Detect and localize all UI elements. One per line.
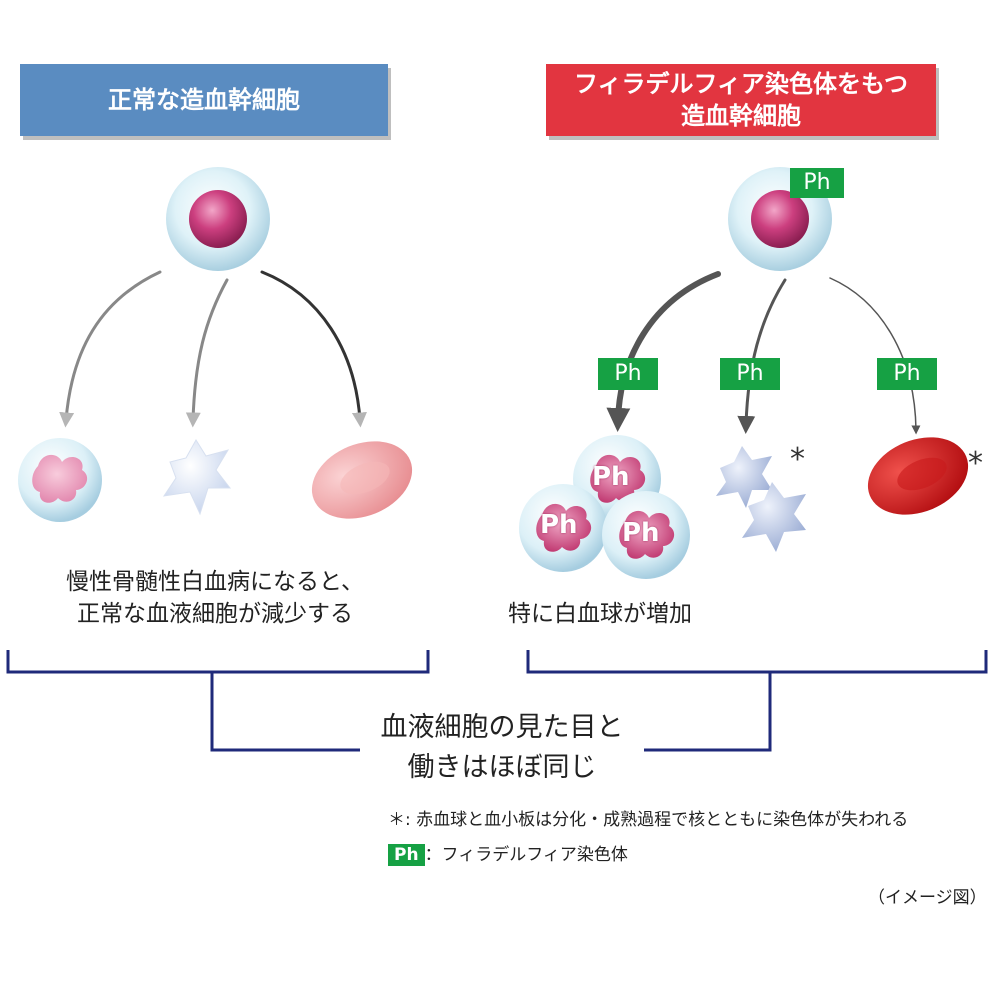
ph-badge-rbc-arrow: Ph [877,358,937,390]
arrow-to-rbc [260,270,367,428]
ph-platelets [716,446,806,552]
arrow-to-wbc [59,270,162,428]
ph-arrows [606,271,921,435]
ph-stem-cell-header: フィラデルフィア染色体をもつ 造血幹細胞 [546,64,936,136]
asterisk-platelet: * [790,442,805,477]
ph-label-wbc-1: Ph [592,462,630,492]
ph-arrow-to-wbc [606,271,721,432]
ph-white-blood-cells [519,435,690,579]
asterisk-rbc: * [968,446,983,481]
ph-legend-text: ：フィラデルフィア染色体 [424,845,628,865]
normal-header-text: 正常な造血幹細胞 [108,86,300,114]
ph-legend-badge: Ph [388,844,425,866]
ph-note: Ph：フィラデルフィア染色体 [388,843,628,867]
ph-badge-platelet-arrow: Ph [720,358,780,390]
left-connector [210,672,364,752]
normal-arrows [59,270,367,428]
asterisk-note: ＊: 赤血球と血小板は分化・成熟過程で核とともに染色体が失われる [388,810,909,830]
ph-badge-stem: Ph [790,168,844,198]
ph-header-line1: フィラデルフィア染色体をもつ [573,70,909,98]
ph-red-blood-cell [867,437,969,515]
right-bracket [526,650,988,674]
center-caption-line1: 血液細胞の見た目と [380,712,624,743]
normal-platelet [162,439,232,516]
left-caption: 慢性骨髄性白血病になると、 正常な血液細胞が減少する [40,566,390,630]
center-caption: 血液細胞の見た目と 働きはほぼ同じ [360,708,644,788]
left-caption-line1: 慢性骨髄性白血病になると、 [65,569,365,595]
center-caption-line2: 働きはほぼ同じ [407,752,597,783]
right-caption: 特に白血球が増加 [508,601,692,627]
right-connector [640,672,772,752]
left-caption-line2: 正常な血液細胞が減少する [77,601,353,627]
normal-red-blood-cell [311,441,413,519]
normal-white-blood-cell [18,438,102,522]
ph-arrow-to-platelet [737,278,787,434]
ph-badge-wbc-arrow: Ph [598,358,658,390]
brackets [6,650,988,752]
arrow-to-platelet [185,278,229,428]
normal-stem-cell [166,167,270,271]
normal-stem-cell-header: 正常な造血幹細胞 [20,64,388,136]
image-note: （イメージ図） [868,888,987,908]
left-bracket [6,650,430,674]
ph-header-line2: 造血幹細胞 [681,102,801,130]
ph-arrow-to-rbc [829,277,921,435]
ph-label-wbc-2: Ph [540,510,578,540]
ph-label-wbc-3: Ph [622,518,660,548]
